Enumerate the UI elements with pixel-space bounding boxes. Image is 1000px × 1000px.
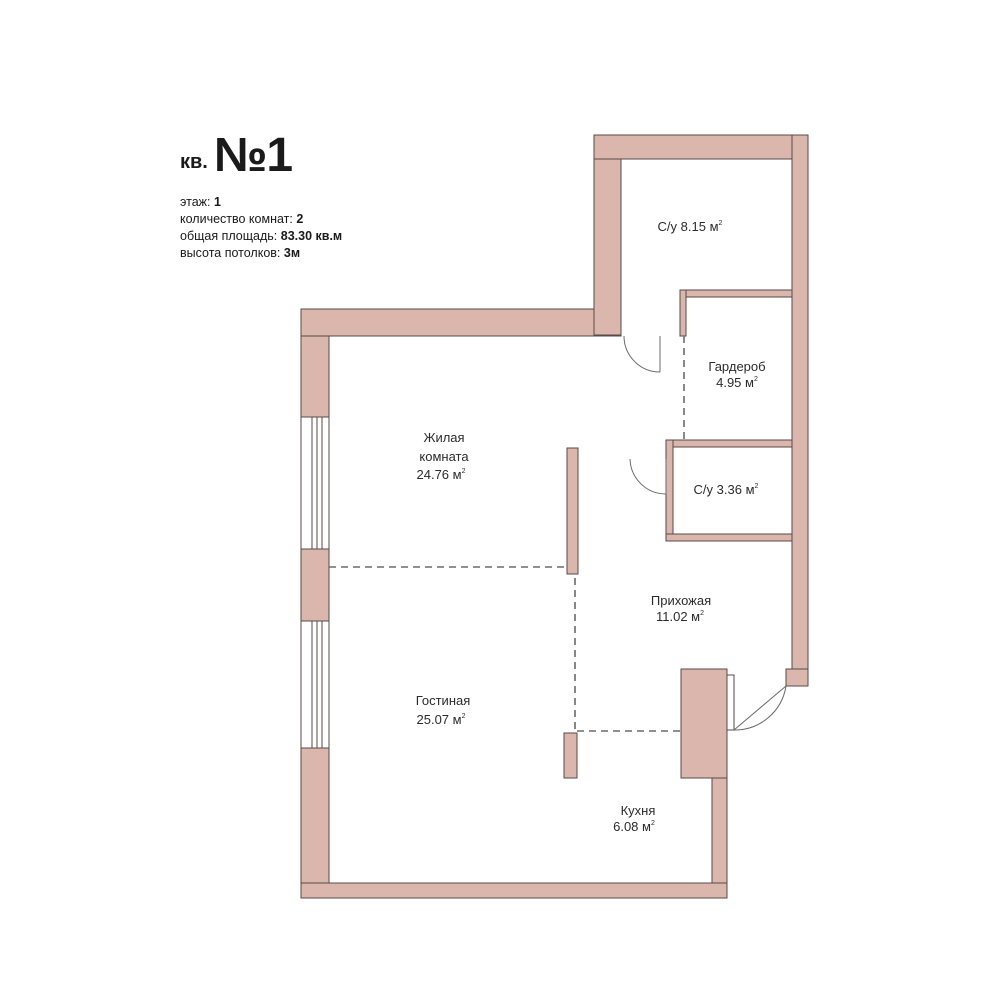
room-label-kitchen-area: 6.08 м2 xyxy=(613,819,655,834)
spec-value: 2 xyxy=(296,212,304,226)
wall-kitchen-right xyxy=(711,777,728,899)
apartment-specs: этаж: 1 количество комнат: 2 общая площа… xyxy=(180,194,342,262)
wall-left-mid xyxy=(300,548,330,622)
spec-label: количество комнат: xyxy=(180,212,293,226)
room-label-bedroom-area: 24.76 м2 xyxy=(417,467,466,482)
wall-wardrobe-top xyxy=(679,289,793,298)
room-label-wardrobe-name: Гардероб xyxy=(708,359,765,374)
spec-label: высота потолков: xyxy=(180,246,281,260)
wall-bath2-left xyxy=(665,439,674,541)
spec-ceiling: высота потолков: 3м xyxy=(180,245,342,262)
spec-area: общая площадь: 83.30 кв.м xyxy=(180,228,342,245)
wall-bath-left xyxy=(593,134,622,336)
door-bath1 xyxy=(623,335,661,373)
spec-value: 3м xyxy=(283,246,301,260)
room-label-bath2: С/у 3.36 м2 xyxy=(694,482,759,497)
spec-rooms: количество комнат: 2 xyxy=(180,211,342,228)
spec-floor: этаж: 1 xyxy=(180,194,342,211)
door-bath2 xyxy=(629,458,667,495)
spec-value: 1 xyxy=(213,195,221,209)
window-bedroom xyxy=(300,416,330,550)
spec-label: этаж: xyxy=(180,195,211,209)
wall-right xyxy=(791,134,809,687)
wall-top-main xyxy=(300,308,622,337)
room-label-living-name: Гостиная xyxy=(416,693,471,708)
room-label-bedroom-name1: Жилая xyxy=(423,430,464,445)
room-label-hall-area: 11.02 м2 xyxy=(656,609,704,624)
room-label-hall-name: Прихожая xyxy=(651,593,711,608)
spec-label: общая площадь: xyxy=(180,229,278,243)
wall-kitchen-column xyxy=(680,668,728,796)
wall-partition-kitchen xyxy=(563,732,578,779)
wall-bottom xyxy=(300,882,728,899)
wall-entrance-stub xyxy=(785,668,809,687)
room-label-wardrobe-area: 4.95 м2 xyxy=(716,375,758,390)
wall-left-bottom xyxy=(300,747,330,899)
room-label-bedroom-name2: комната xyxy=(419,449,469,464)
wall-wardrobe-left xyxy=(679,289,687,337)
window-kitchen xyxy=(726,674,735,731)
room-label-bath1: С/у 8.15 м2 xyxy=(658,219,723,234)
spec-value: 83.30 кв.м xyxy=(280,229,343,243)
apartment-title: кв. №1 xyxy=(180,132,342,180)
apartment-number: №1 xyxy=(213,129,293,182)
apartment-header: кв. №1 этаж: 1 количество комнат: 2 обща… xyxy=(180,132,342,262)
wall-bath2-top xyxy=(665,439,793,448)
wall-bath-top xyxy=(593,134,809,160)
window-living xyxy=(300,620,330,749)
room-label-kitchen-name: Кухня xyxy=(621,803,656,818)
title-prefix: кв. xyxy=(180,151,208,173)
wall-bath2-bottom xyxy=(665,533,793,542)
wall-partition-bedroom xyxy=(566,447,579,575)
door-entrance xyxy=(733,685,787,731)
room-label-living-area: 25.07 м2 xyxy=(417,712,466,727)
